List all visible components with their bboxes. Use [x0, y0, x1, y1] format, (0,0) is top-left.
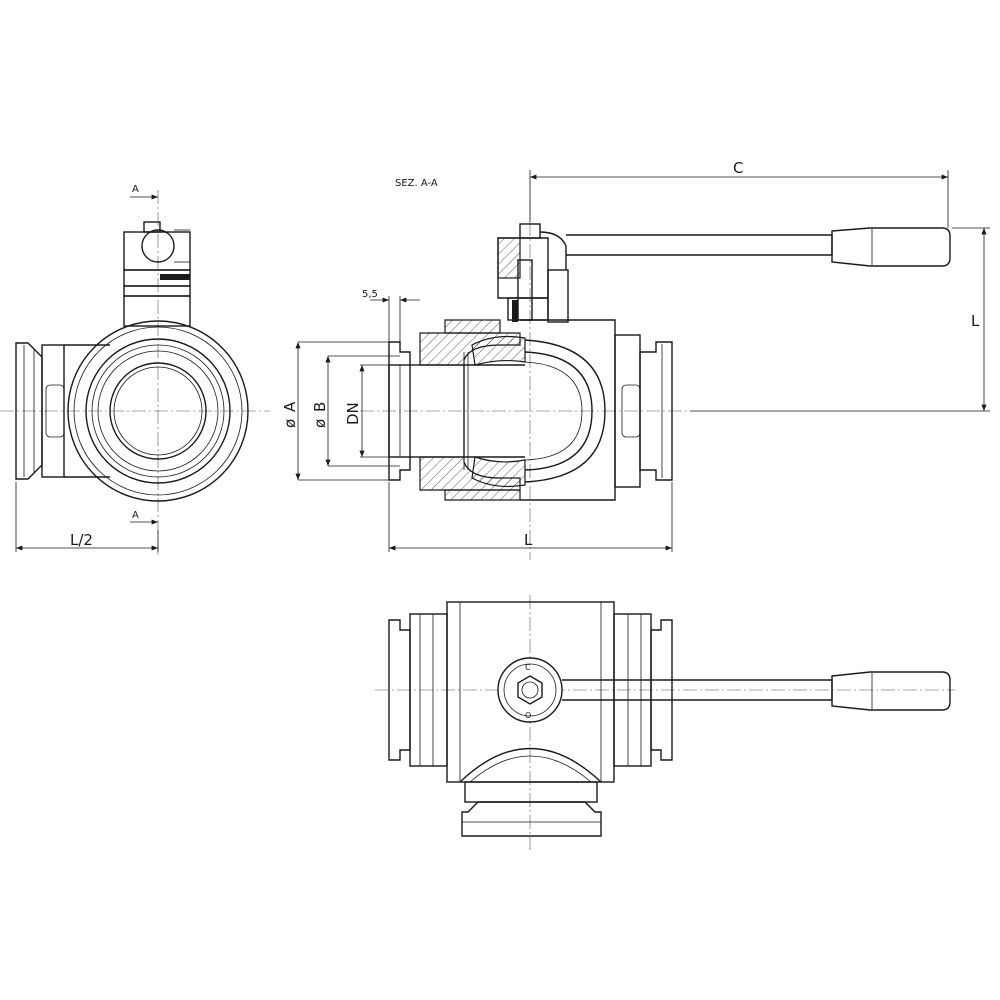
section-lever-rod — [566, 234, 833, 256]
section-left-ferrule — [388, 341, 411, 481]
section-title: SEZ. A-A — [395, 178, 438, 189]
section-arrow-bottom-label: A — [132, 510, 139, 521]
section-right-ferrule — [639, 341, 673, 481]
section-view: SEZ. A-A — [281, 159, 990, 560]
top-view-actuator-disc — [497, 657, 563, 723]
end-view-body-outer — [67, 320, 249, 502]
dimension-height-label: L — [971, 312, 980, 330]
top-view-branch-saddle — [459, 747, 602, 783]
section-lever-handle — [831, 227, 951, 267]
section-flow-path-outer — [524, 339, 606, 483]
top-view-branch-ferrule — [461, 801, 602, 837]
top-view-hex-nut — [517, 675, 543, 705]
dimension-dia-b-symbol: ø — [311, 419, 329, 428]
dimension-offset-label: 5,5 — [362, 289, 378, 300]
top-view-branch-tube — [464, 781, 598, 803]
end-view: A A L/2 — [0, 184, 270, 555]
top-view: C O — [375, 595, 955, 850]
dimension-dia-a-symbol: ø — [281, 419, 299, 428]
position-open-label: O — [525, 711, 531, 720]
dimension-length-label: L — [524, 531, 533, 549]
end-view-bore — [109, 362, 207, 460]
end-view-lever-hub — [141, 229, 175, 263]
top-view-lever-handle — [831, 671, 951, 711]
dimension-half-length-label: L/2 — [70, 531, 93, 549]
top-view-right-ferrule — [650, 619, 673, 761]
end-view-seal-mark — [160, 274, 190, 280]
dimension-lever-label: C — [733, 159, 743, 177]
section-ball-lower — [471, 456, 526, 488]
dimension-dia-b-label: B — [311, 402, 329, 412]
section-ball-upper — [471, 335, 526, 366]
section-nut — [519, 223, 541, 239]
end-view-actuator-head — [123, 231, 191, 271]
top-view-left-tube — [409, 613, 448, 767]
end-view-flange — [85, 338, 231, 484]
dimension-dia-a-label: A — [281, 401, 299, 412]
dimension-dn-label: DN — [344, 402, 362, 425]
position-close-label: C — [525, 663, 531, 672]
section-arrow-top-label: A — [132, 184, 139, 195]
